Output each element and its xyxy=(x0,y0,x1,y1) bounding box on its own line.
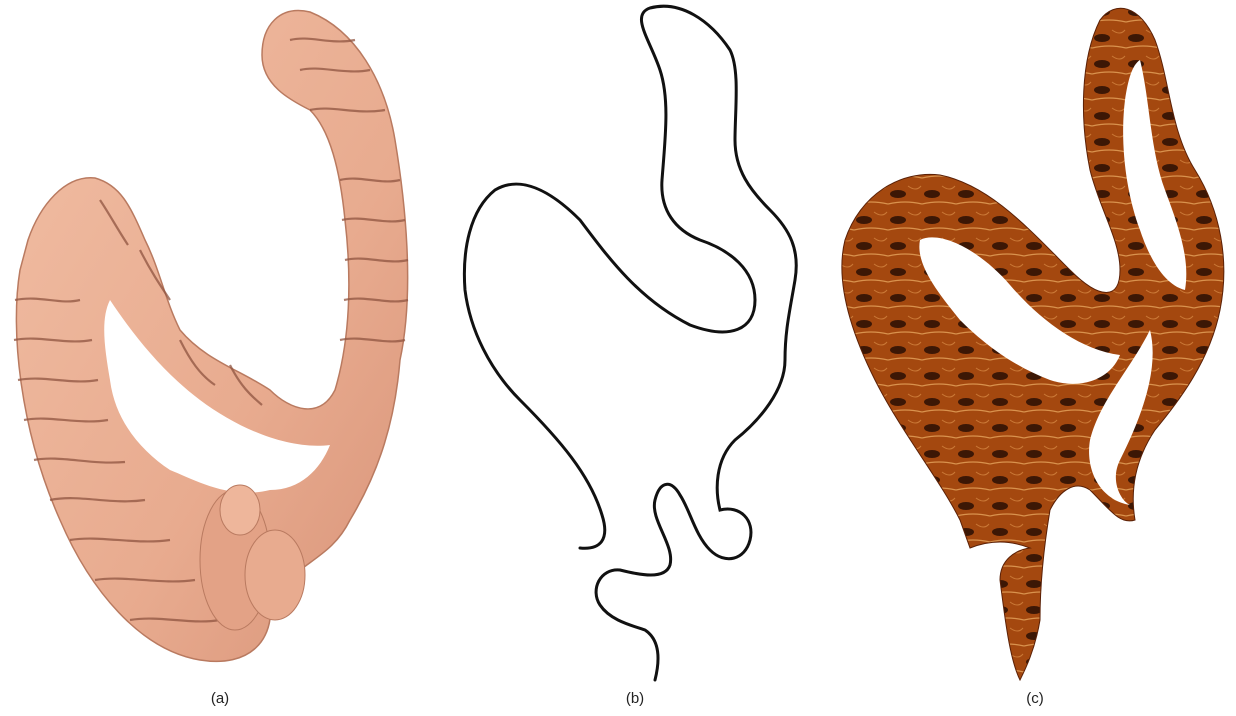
caption-a: (a) xyxy=(210,690,230,707)
flattened-texture-image xyxy=(841,7,1225,682)
texture-inner-gap-bottom xyxy=(1089,330,1153,505)
panel-c-flattened-texture xyxy=(820,0,1236,716)
colon-tube xyxy=(15,9,409,663)
texture-inner-gap-right xyxy=(1123,60,1187,290)
caption-c: (c) xyxy=(1026,690,1044,707)
centerline-curve xyxy=(462,4,798,682)
haustral-folds xyxy=(13,37,409,623)
caption-b: (b) xyxy=(625,690,645,707)
panel-b-centerline xyxy=(440,0,830,716)
centerline-image xyxy=(462,4,798,682)
colon-inner-gap xyxy=(104,300,330,493)
colon-surface-image xyxy=(13,9,409,663)
colon-bottom-bulges xyxy=(199,484,306,631)
panel-a-colon-render xyxy=(0,0,440,716)
texture-inner-gap-left xyxy=(919,237,1120,384)
